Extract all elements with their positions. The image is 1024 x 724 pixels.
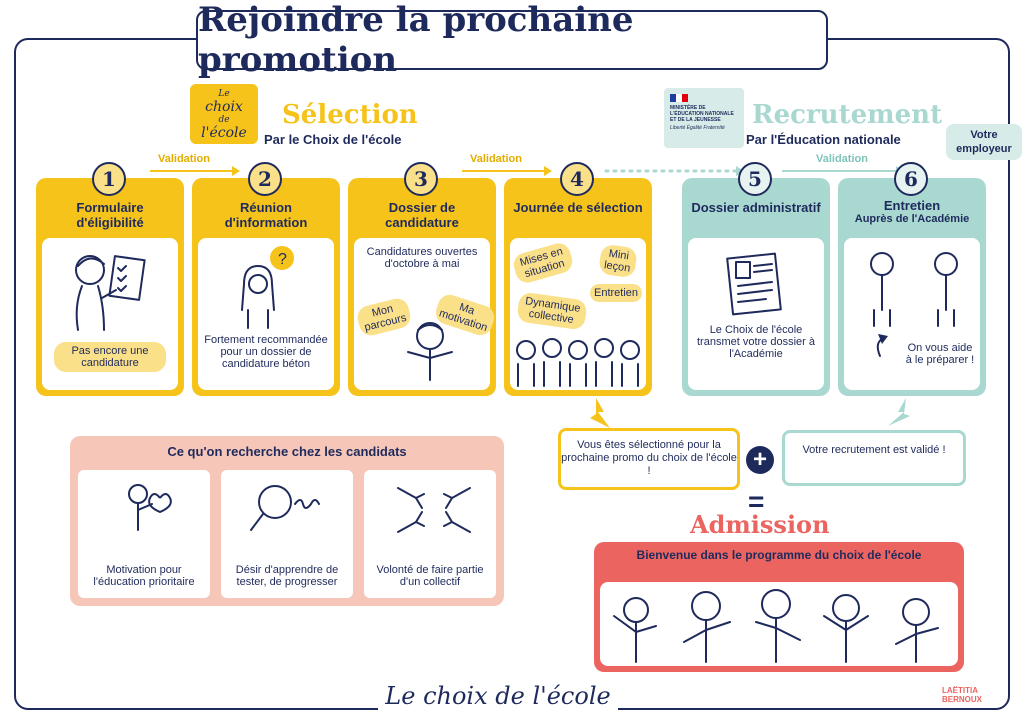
person-form-icon bbox=[75, 255, 146, 331]
step-4-bubble-collective: Dynamique collective bbox=[516, 291, 588, 331]
step-4-card: 4 Journée de sélection Mises en situatio… bbox=[504, 162, 652, 396]
step-4-bubble-lecon: Mini leçon bbox=[598, 243, 638, 279]
step-5-label: Dossier administratif bbox=[691, 200, 821, 215]
page-title: Rejoindre la prochaine promotion bbox=[198, 0, 634, 80]
logo-line-1: Le bbox=[218, 89, 230, 99]
step-5-content: Le Choix de l'école transmet votre dossi… bbox=[688, 238, 824, 390]
hands-icon bbox=[397, 487, 471, 533]
validation-label-5-6: Validation bbox=[816, 153, 868, 165]
french-flag-icon bbox=[670, 94, 688, 102]
step-3-card: 3 Dossier de candidature Candidatures ou… bbox=[348, 162, 498, 396]
step-4-bubble-entretien: Entretien bbox=[590, 284, 642, 302]
step-5-card: 5 Dossier administratif Le Choix de l'éc… bbox=[682, 162, 830, 396]
page-title-box: Rejoindre la prochaine promotion bbox=[196, 0, 828, 80]
step-3-content: Candidatures ouvertes d'octobre à mai Mo… bbox=[354, 238, 498, 390]
step-3-label: Dossier de candidature bbox=[385, 200, 459, 230]
step-1-content: Pas encore une candidature bbox=[42, 238, 178, 390]
criteria-panel: Ce qu'on recherche chez les candidats Mo… bbox=[70, 436, 504, 606]
step-2-text: Fortement recommandée pour un dossier de… bbox=[204, 334, 328, 370]
step-4-content: Mises en situation Mini leçon Entretien … bbox=[510, 238, 646, 390]
equals-sign: = bbox=[748, 486, 765, 517]
employer-badge: Votre employeur bbox=[946, 124, 1022, 160]
step-4-bubble-situation: Mises en situation bbox=[510, 240, 576, 286]
step-6-label: Entretien bbox=[883, 198, 941, 213]
arrow-3-4 bbox=[462, 166, 552, 176]
recruited-box: Votre recrutement est validé ! bbox=[782, 430, 966, 486]
step-5-text: Le Choix de l'école transmet votre dossi… bbox=[697, 324, 815, 360]
logo-line-3: de bbox=[218, 115, 230, 125]
welcome-content bbox=[600, 582, 958, 666]
recruitment-subtitle: Par l'Éducation nationale bbox=[746, 132, 901, 147]
validation-label-1-2: Validation bbox=[158, 153, 210, 165]
logo-line-2: choix bbox=[205, 99, 243, 115]
step-6-text: On vous aide à le préparer ! bbox=[905, 342, 975, 366]
criteria-text-1: Motivation pour l'éducation prioritaire bbox=[93, 564, 195, 588]
step-1-bubble: Pas encore une candidature bbox=[54, 342, 166, 372]
selected-box: Vous êtes sélectionné pour la prochaine … bbox=[558, 428, 740, 490]
step-2-content: ? Fortement recommandée pour un dossier … bbox=[198, 238, 334, 390]
selection-subtitle: Par le Choix de l'école bbox=[264, 132, 402, 147]
welcome-panel: Bienvenue dans le programme du choix de … bbox=[594, 542, 964, 672]
step-2-label: Réunion d'information bbox=[224, 200, 308, 230]
artist-signature: LAËTITIA BERNOUX bbox=[942, 686, 983, 704]
step-1-number: 1 bbox=[92, 162, 126, 196]
recruitment-title: Recrutement bbox=[752, 100, 943, 130]
step-6-label-group: Entretien Auprès de l'Académie bbox=[844, 184, 980, 238]
interview-people-icon bbox=[870, 252, 958, 357]
person-heart-icon bbox=[128, 484, 172, 531]
magnifier-icon bbox=[250, 485, 320, 531]
criteria-motivation: Motivation pour l'éducation prioritaire bbox=[78, 470, 210, 598]
ministry-motto: Liberté Égalité Fraternité bbox=[670, 125, 725, 131]
step-3-text: Candidatures ouvertes d'octobre à mai bbox=[366, 246, 478, 270]
step-2-card: 2 Réunion d'information ? Fortement reco… bbox=[192, 162, 340, 396]
criteria-text-2: Désir d'apprendre de tester, de progress… bbox=[235, 564, 339, 588]
criteria-text-3: Volonté de faire partie d'un collectif bbox=[376, 564, 484, 588]
step-6-sublabel: Auprès de l'Académie bbox=[854, 213, 970, 225]
step-6-card: 6 Entretien Auprès de l'Académie On vous… bbox=[838, 162, 986, 396]
svg-text:?: ? bbox=[278, 251, 287, 268]
criteria-learning: Désir d'apprendre de tester, de progress… bbox=[221, 470, 353, 598]
criteria-collective: Volonté de faire partie d'un collectif bbox=[364, 470, 496, 598]
step-3-number: 3 bbox=[404, 162, 438, 196]
footer-logo: Le choix de l'école bbox=[378, 682, 618, 710]
plus-icon: + bbox=[746, 446, 774, 474]
step-4-number: 4 bbox=[560, 162, 594, 196]
step-6-number: 6 bbox=[894, 162, 928, 196]
ministry-name: MINISTÈRE DE L'ÉDUCATION NATIONALE ET DE… bbox=[670, 105, 734, 123]
step-4-label: Journée de sélection bbox=[513, 200, 643, 215]
admission-title: Admission bbox=[690, 510, 830, 539]
logo-line-4: l'école bbox=[201, 125, 247, 141]
person-shrug-icon bbox=[407, 322, 453, 381]
selection-title: Sélection bbox=[282, 100, 418, 130]
celebrating-group-icon bbox=[613, 589, 939, 663]
arrow-1-2 bbox=[150, 166, 240, 176]
step-1-label: Formulaire d'éligibilité bbox=[76, 200, 144, 230]
ministry-logo: MINISTÈRE DE L'ÉDUCATION NATIONALE ET DE… bbox=[664, 88, 744, 148]
person-question-icon: ? bbox=[241, 246, 294, 329]
criteria-title: Ce qu'on recherche chez les candidats bbox=[167, 444, 407, 459]
step-5-number: 5 bbox=[738, 162, 772, 196]
step-2-number: 2 bbox=[248, 162, 282, 196]
step-6-content: On vous aide à le préparer ! bbox=[844, 238, 980, 390]
welcome-title: Bienvenue dans le programme du choix de … bbox=[636, 548, 922, 562]
choix-ecole-logo: Le choix de l'école bbox=[190, 84, 258, 144]
step-1-card: 1 Formulaire d'éligibilité Pas encore un… bbox=[36, 162, 184, 396]
validation-label-3-4: Validation bbox=[470, 153, 522, 165]
document-icon bbox=[726, 252, 782, 316]
group-people-icon bbox=[516, 338, 640, 387]
